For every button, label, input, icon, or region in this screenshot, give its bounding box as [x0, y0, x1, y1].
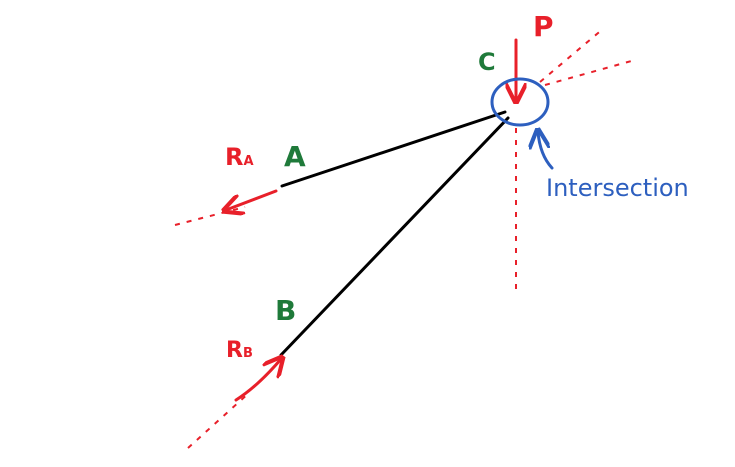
load-p-label: P [533, 10, 554, 43]
line-of-action-diagonal-right [544, 59, 636, 86]
reaction-b-label: RB [226, 338, 253, 363]
point-c-label: C [478, 48, 496, 76]
intersection-pointer-arrow [538, 132, 554, 170]
point-a-label: A [284, 140, 306, 173]
line-of-action-ra [174, 206, 246, 226]
reaction-b-arrow [234, 359, 281, 402]
reaction-a-label: RA [225, 143, 254, 171]
reaction-b-main: R [226, 338, 243, 363]
point-b-label: B [275, 294, 297, 327]
intersection-circle [490, 77, 550, 127]
reaction-b-subscript: B [242, 346, 253, 361]
reaction-a-main: R [225, 143, 244, 171]
member-bc [279, 116, 510, 357]
member-ac [280, 110, 507, 188]
line-of-action-diagonal-upper [539, 27, 605, 83]
line-of-action-rb [187, 391, 251, 449]
intersection-label: Intersection [546, 174, 689, 202]
reaction-a-arrow [226, 189, 278, 210]
reaction-a-subscript: A [243, 154, 254, 169]
